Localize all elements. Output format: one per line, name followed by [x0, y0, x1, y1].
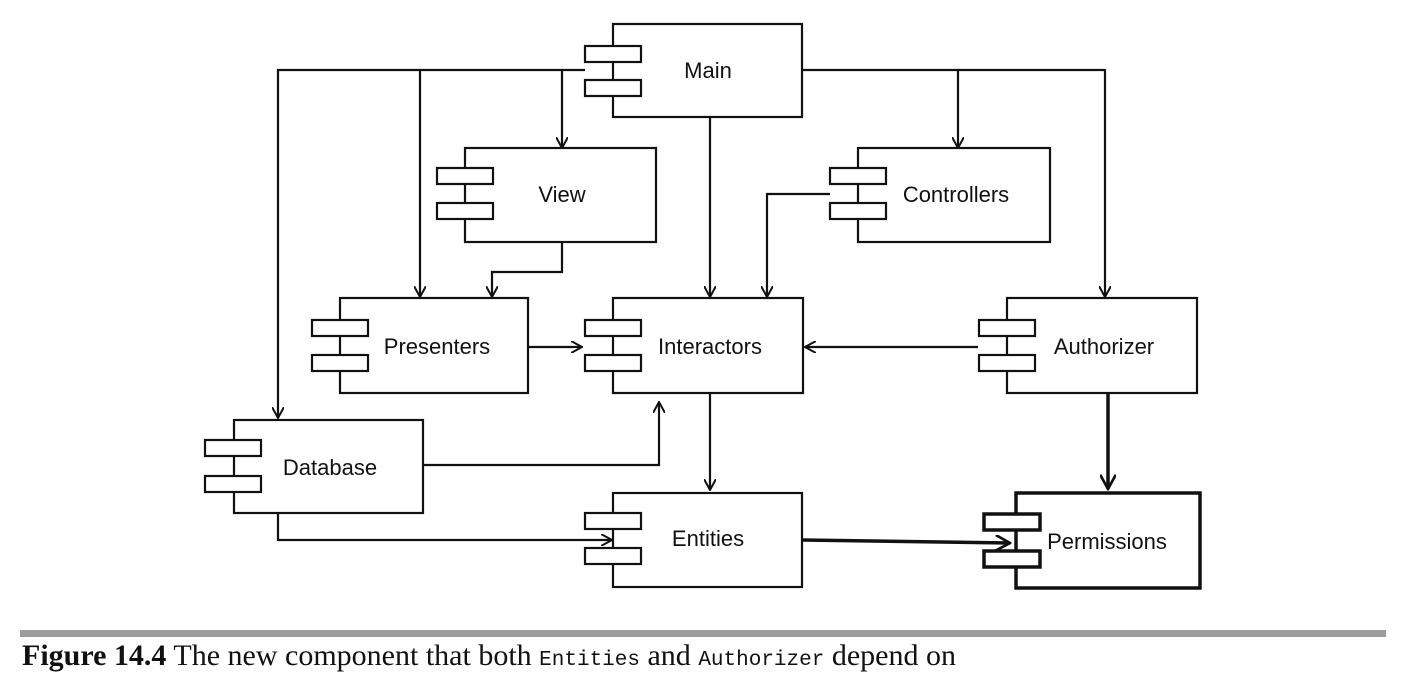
arrow-main-to-database [278, 68, 585, 418]
port-icon [982, 549, 1042, 569]
port-icon [828, 166, 888, 186]
port-icon [977, 353, 1037, 373]
port-icon [310, 353, 370, 373]
port-icon [583, 44, 643, 64]
arrow-entities-to-permissions [801, 540, 1010, 543]
component-presenters: Presenters [310, 296, 530, 395]
port-icon [435, 166, 495, 186]
component-label: Database [283, 455, 377, 480]
component-permissions: Permissions [982, 491, 1202, 590]
arrow-main-to-authorizer [958, 68, 1105, 297]
component-label: Controllers [903, 182, 1009, 207]
component-label: Interactors [658, 334, 762, 359]
component-entities: Entities [583, 491, 804, 589]
port-icon [982, 512, 1042, 532]
component-label: Main [684, 58, 732, 83]
port-icon [583, 546, 643, 566]
port-icon [203, 438, 263, 458]
component-view: View [435, 146, 658, 244]
arrow-database-to-entities [276, 513, 612, 540]
component-diagram: Main View Controllers Presenters Interac… [203, 22, 1202, 590]
component-authorizer: Authorizer [977, 296, 1199, 395]
port-icon [828, 201, 888, 221]
component-interactors: Interactors [583, 296, 805, 395]
caption-code-entities: Entities [539, 649, 640, 672]
figure-caption: Figure 14.4 The new component that both … [22, 639, 956, 673]
component-label: View [538, 182, 585, 207]
caption-divider [20, 630, 1386, 637]
port-icon [583, 353, 643, 373]
port-icon [583, 511, 643, 531]
component-controllers: Controllers [828, 146, 1052, 244]
arrow-controllers-to-interactors [767, 192, 830, 297]
port-icon [435, 201, 495, 221]
component-label: Permissions [1047, 529, 1167, 554]
port-icon [203, 474, 263, 494]
component-label: Presenters [384, 334, 490, 359]
caption-text: The new component that both [173, 639, 532, 672]
arrow-view-to-presenters [492, 242, 564, 297]
component-database: Database [203, 418, 425, 515]
component-main: Main [583, 22, 804, 119]
dependency-arrows [276, 68, 1108, 543]
port-icon [310, 318, 370, 338]
caption-text: and [647, 639, 691, 672]
component-label: Authorizer [1054, 334, 1154, 359]
figure-number: Figure 14.4 [22, 639, 167, 672]
port-icon [583, 318, 643, 338]
port-icon [583, 78, 643, 98]
arrow-main-to-controllers [802, 68, 958, 148]
caption-code-authorizer: Authorizer [698, 649, 825, 672]
caption-text: depend on [831, 639, 956, 672]
component-label: Entities [672, 526, 744, 551]
port-icon [977, 318, 1037, 338]
arrow-database-to-interactors [423, 402, 659, 467]
